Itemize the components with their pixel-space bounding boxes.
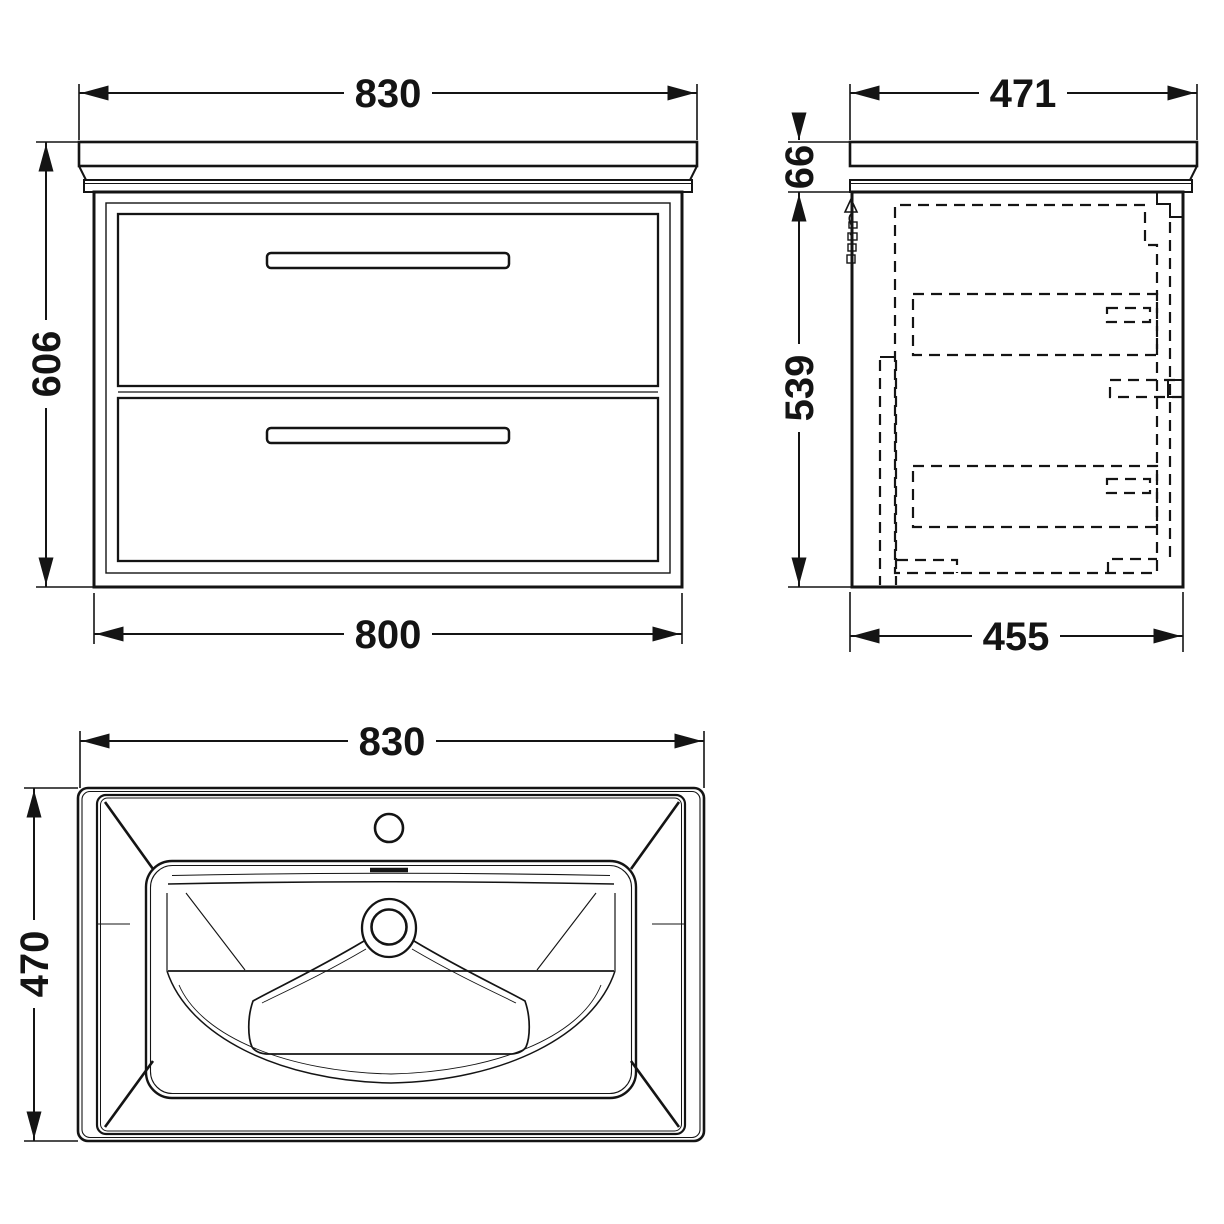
- side-drawer-box-1: [911, 292, 1159, 357]
- front-cabinet: [92, 190, 684, 589]
- front-drawer-1-handle: [265, 251, 511, 270]
- plan-view: 830 470: [13, 720, 706, 1143]
- dim-front-height: 606: [25, 141, 94, 588]
- dim-side-depth-top: 471: [849, 72, 1198, 140]
- plan-corner-chamfer-br: [629, 1060, 681, 1128]
- front-drawer-2-handle: [265, 426, 511, 445]
- plan-corner-chamfer-tl: [103, 801, 155, 870]
- dim-front-width-bottom: 800: [93, 593, 683, 657]
- wall-bracket-detail: [843, 197, 859, 264]
- dim-side-depth-bottom-label: 455: [983, 615, 1050, 659]
- side-view: 471 66 539 455: [778, 72, 1199, 659]
- front-basin-top: [77, 140, 699, 193]
- plan-bowl-slope-left: [247, 940, 365, 1055]
- dim-side-depth-bottom: 455: [849, 592, 1184, 659]
- front-drawer-2: [116, 396, 660, 563]
- side-hidden-structure: [878, 203, 1185, 585]
- plan-bowl-slope-right: [413, 940, 531, 1055]
- front-view: 830 606 800: [25, 72, 699, 657]
- front-cabinet-inner-frame: [105, 202, 671, 574]
- side-drawer-runner-1: [1105, 306, 1152, 324]
- dim-side-basin-height: 66: [778, 112, 853, 222]
- plan-basin-rim: [76, 786, 706, 1143]
- dim-side-basin-height-label: 66: [778, 145, 822, 190]
- side-drawer-runner-2: [1105, 477, 1152, 495]
- tap-hole: [373, 812, 405, 844]
- plan-bowl-opening: [144, 859, 638, 1100]
- side-basin-top: [848, 140, 1199, 193]
- dim-side-depth-top-label: 471: [990, 72, 1057, 116]
- waste-hole: [360, 897, 418, 959]
- side-drawer-runner-mid: [1108, 378, 1185, 399]
- dim-side-cabinet-height-label: 539: [778, 355, 822, 422]
- dim-plan-depth-label: 470: [13, 931, 57, 998]
- dim-front-width-bottom-label: 800: [355, 613, 422, 657]
- dim-plan-width-label: 830: [359, 720, 426, 764]
- front-drawer-1: [116, 212, 660, 388]
- dim-front-height-label: 606: [25, 331, 69, 398]
- dim-front-width-top-label: 830: [355, 72, 422, 116]
- dim-side-cabinet-height: 539: [778, 192, 853, 588]
- side-cabinet-top-right-step: [1156, 192, 1183, 218]
- dim-front-width-top: 830: [78, 72, 698, 140]
- dim-plan-width: 830: [79, 720, 705, 788]
- side-drawer-box-2: [911, 464, 1159, 529]
- dim-plan-depth: 470: [13, 787, 78, 1142]
- plan-corner-chamfer-tr: [629, 801, 681, 870]
